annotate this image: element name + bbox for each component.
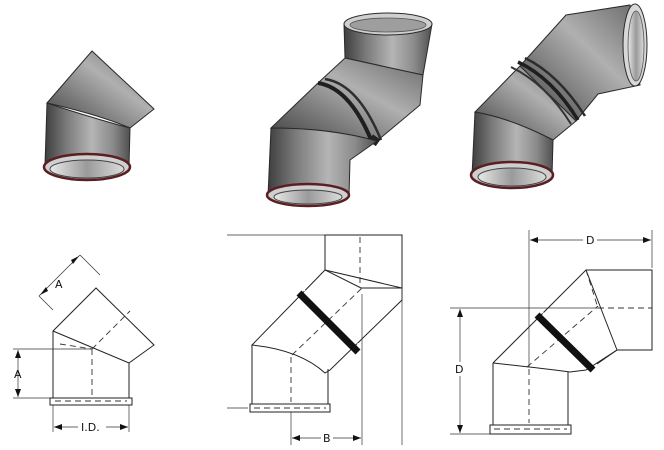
dim-d-top-label: D bbox=[586, 234, 594, 247]
elbow-90-adjustable-drawing: D D bbox=[450, 230, 653, 435]
dim-a-left-label: A bbox=[14, 368, 22, 381]
dim-d-left-label: D bbox=[455, 363, 463, 376]
dim-a-top-label: A bbox=[55, 278, 63, 291]
elbow-45-render bbox=[42, 50, 155, 182]
dim-id-label: I.D. bbox=[81, 421, 100, 434]
elbow-90-adjustable-render bbox=[469, 3, 648, 190]
offset-adjustable-render bbox=[265, 12, 433, 208]
dim-b-label: B bbox=[323, 432, 331, 445]
elbow-45-drawing: A A I.D. bbox=[13, 254, 155, 434]
offset-adjustable-drawing: B bbox=[227, 234, 403, 445]
